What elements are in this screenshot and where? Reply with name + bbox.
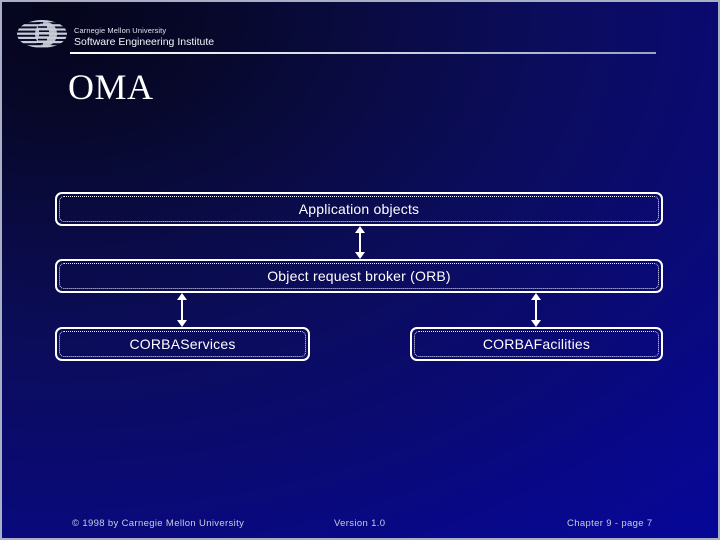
double-arrow-icon-orb-to-corba-services xyxy=(174,293,190,327)
diagram-box-label: CORBAServices xyxy=(129,336,236,352)
arrowhead-down-icon xyxy=(177,320,187,327)
diagram-box-object-request-broker[interactable]: Object request broker (ORB) xyxy=(55,259,663,293)
double-arrow-icon-orb-to-corba-facilities xyxy=(528,293,544,327)
university-name: Carnegie Mellon University xyxy=(74,26,167,35)
organization-text: Carnegie Mellon University Software Engi… xyxy=(74,27,214,48)
arrowhead-up-icon xyxy=(531,293,541,300)
arrow-shaft xyxy=(535,299,537,321)
diagram-box-label: CORBAFacilities xyxy=(482,336,591,352)
diagram-box-corba-services[interactable]: CORBAServices xyxy=(55,327,310,361)
institute-name: Software Engineering Institute xyxy=(74,35,215,48)
arrowhead-up-icon xyxy=(177,293,187,300)
slide-title: OMA xyxy=(68,67,154,107)
footer-version: Version 1.0 xyxy=(334,518,386,529)
slide-header: Carnegie Mellon University Software Engi… xyxy=(0,0,720,56)
footer-copyright: © 1998 by Carnegie Mellon University xyxy=(72,518,245,529)
diagram-box-application-objects[interactable]: Application objects xyxy=(55,192,663,226)
double-arrow-icon-orb-to-application-objects xyxy=(352,226,368,259)
arrow-shaft xyxy=(359,232,361,253)
diagram-box-label: Application objects xyxy=(298,201,420,217)
footer-page-number: Chapter 9 - page 7 xyxy=(567,518,653,529)
diagram-box-corba-facilities[interactable]: CORBAFacilities xyxy=(410,327,663,361)
arrowhead-up-icon xyxy=(355,226,365,233)
arrowhead-down-icon xyxy=(355,252,365,259)
sei-logo-icon xyxy=(17,20,67,48)
header-divider xyxy=(70,52,656,54)
arrowhead-down-icon xyxy=(531,320,541,327)
diagram-box-label: Object request broker (ORB) xyxy=(267,268,451,284)
arrow-shaft xyxy=(181,299,183,321)
